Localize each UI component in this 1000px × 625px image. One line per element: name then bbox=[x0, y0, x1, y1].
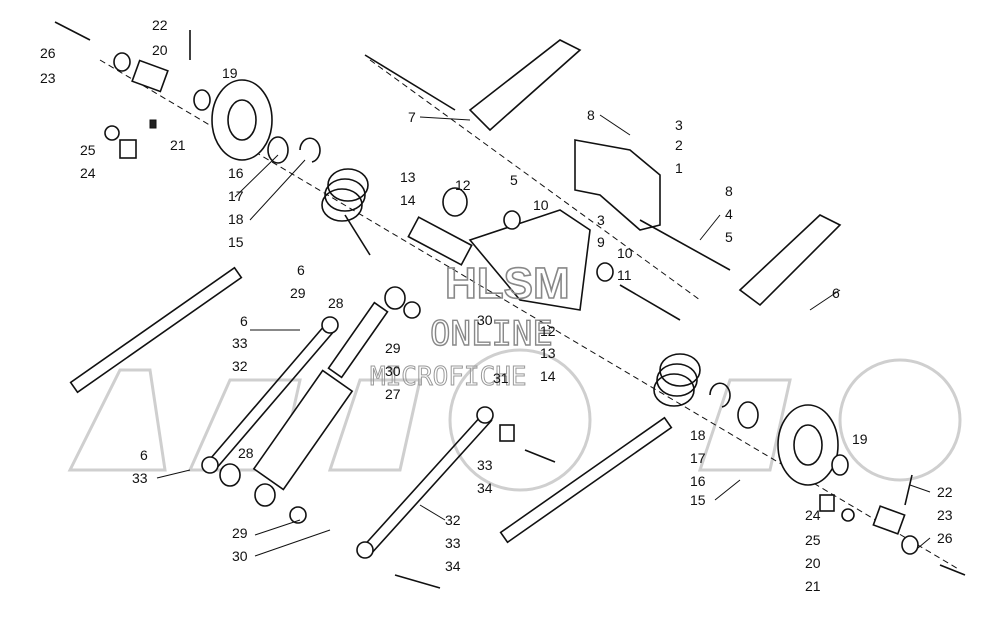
callout: 30 bbox=[385, 363, 401, 379]
link-arms bbox=[201, 286, 556, 589]
callout: 24 bbox=[805, 507, 821, 523]
callout: 33 bbox=[132, 470, 148, 486]
callout: 15 bbox=[690, 492, 706, 508]
callout: 8 bbox=[587, 107, 595, 123]
callout: 17 bbox=[690, 450, 706, 466]
callout: 23 bbox=[40, 70, 56, 86]
callout: 22 bbox=[152, 17, 168, 33]
callout: 19 bbox=[852, 431, 868, 447]
callout: 3 bbox=[675, 117, 683, 133]
callout: 12 bbox=[455, 177, 471, 193]
callout: 25 bbox=[80, 142, 96, 158]
callout: 20 bbox=[152, 42, 168, 58]
callout: 4 bbox=[725, 206, 733, 222]
callout: 27 bbox=[385, 386, 401, 402]
callout: 5 bbox=[725, 229, 733, 245]
callout: 16 bbox=[690, 473, 706, 489]
callout: 10 bbox=[533, 197, 549, 213]
callout: 21 bbox=[170, 137, 186, 153]
callout: 8 bbox=[725, 183, 733, 199]
callout: 18 bbox=[690, 427, 706, 443]
background-logo bbox=[67, 348, 962, 492]
callout: 24 bbox=[80, 165, 96, 181]
callout: 34 bbox=[477, 480, 493, 496]
callout: 10 bbox=[617, 245, 633, 261]
callout: 6 bbox=[140, 447, 148, 463]
callout: 29 bbox=[290, 285, 306, 301]
callout: 28 bbox=[328, 295, 344, 311]
callout: 6 bbox=[240, 313, 248, 329]
callout: 14 bbox=[540, 368, 556, 384]
axis-lines bbox=[99, 59, 961, 571]
torsion-spring-upper bbox=[69, 168, 371, 394]
rail-upper bbox=[364, 39, 842, 307]
callout: 33 bbox=[445, 535, 461, 551]
callout: 22 bbox=[937, 484, 953, 500]
callout: 13 bbox=[400, 169, 416, 185]
callout-labels: 22 26 20 23 19 25 24 21 16 17 18 15 7 8 … bbox=[40, 17, 953, 594]
callout: 1 bbox=[675, 160, 683, 176]
callout: 19 bbox=[222, 65, 238, 81]
callout: 32 bbox=[445, 512, 461, 528]
callout: 31 bbox=[493, 370, 509, 386]
callout: 15 bbox=[228, 234, 244, 250]
callout: 33 bbox=[232, 335, 248, 351]
callout: 6 bbox=[297, 262, 305, 278]
callout: 2 bbox=[675, 137, 683, 153]
callout: 16 bbox=[228, 165, 244, 181]
callout: 3 bbox=[597, 212, 605, 228]
torsion-spring-lower bbox=[499, 353, 731, 544]
callout: 11 bbox=[617, 267, 632, 283]
callout: 26 bbox=[40, 45, 56, 61]
callout: 12 bbox=[540, 323, 556, 339]
callout: 29 bbox=[385, 340, 401, 356]
shock-absorber bbox=[252, 301, 389, 491]
callout: 32 bbox=[232, 358, 248, 374]
callout: 9 bbox=[597, 234, 605, 250]
idler-wheel-upper bbox=[54, 21, 321, 164]
callout: 30 bbox=[232, 548, 248, 564]
callout: 23 bbox=[937, 507, 953, 523]
callout: 5 bbox=[510, 172, 518, 188]
callout: 21 bbox=[805, 578, 821, 594]
callout: 28 bbox=[238, 445, 254, 461]
center-arm bbox=[407, 187, 681, 321]
leader-lines bbox=[156, 114, 931, 557]
callout: 26 bbox=[937, 530, 953, 546]
callout: 34 bbox=[445, 558, 461, 574]
callout: 25 bbox=[805, 532, 821, 548]
callout: 18 bbox=[228, 211, 244, 227]
callout: 20 bbox=[805, 555, 821, 571]
callout: 33 bbox=[477, 457, 493, 473]
callout: 13 bbox=[540, 345, 556, 361]
watermark: HLSM ONLINE MICROFICHE bbox=[370, 258, 571, 392]
callout: 29 bbox=[232, 525, 248, 541]
watermark-line2: ONLINE bbox=[430, 314, 553, 354]
watermark-line3: MICROFICHE bbox=[370, 362, 527, 392]
watermark-line1: HLSM bbox=[445, 259, 570, 308]
callout: 30 bbox=[477, 312, 493, 328]
idler-wheel-lower bbox=[737, 401, 966, 576]
callout: 14 bbox=[400, 192, 416, 208]
callout: 7 bbox=[408, 109, 416, 125]
